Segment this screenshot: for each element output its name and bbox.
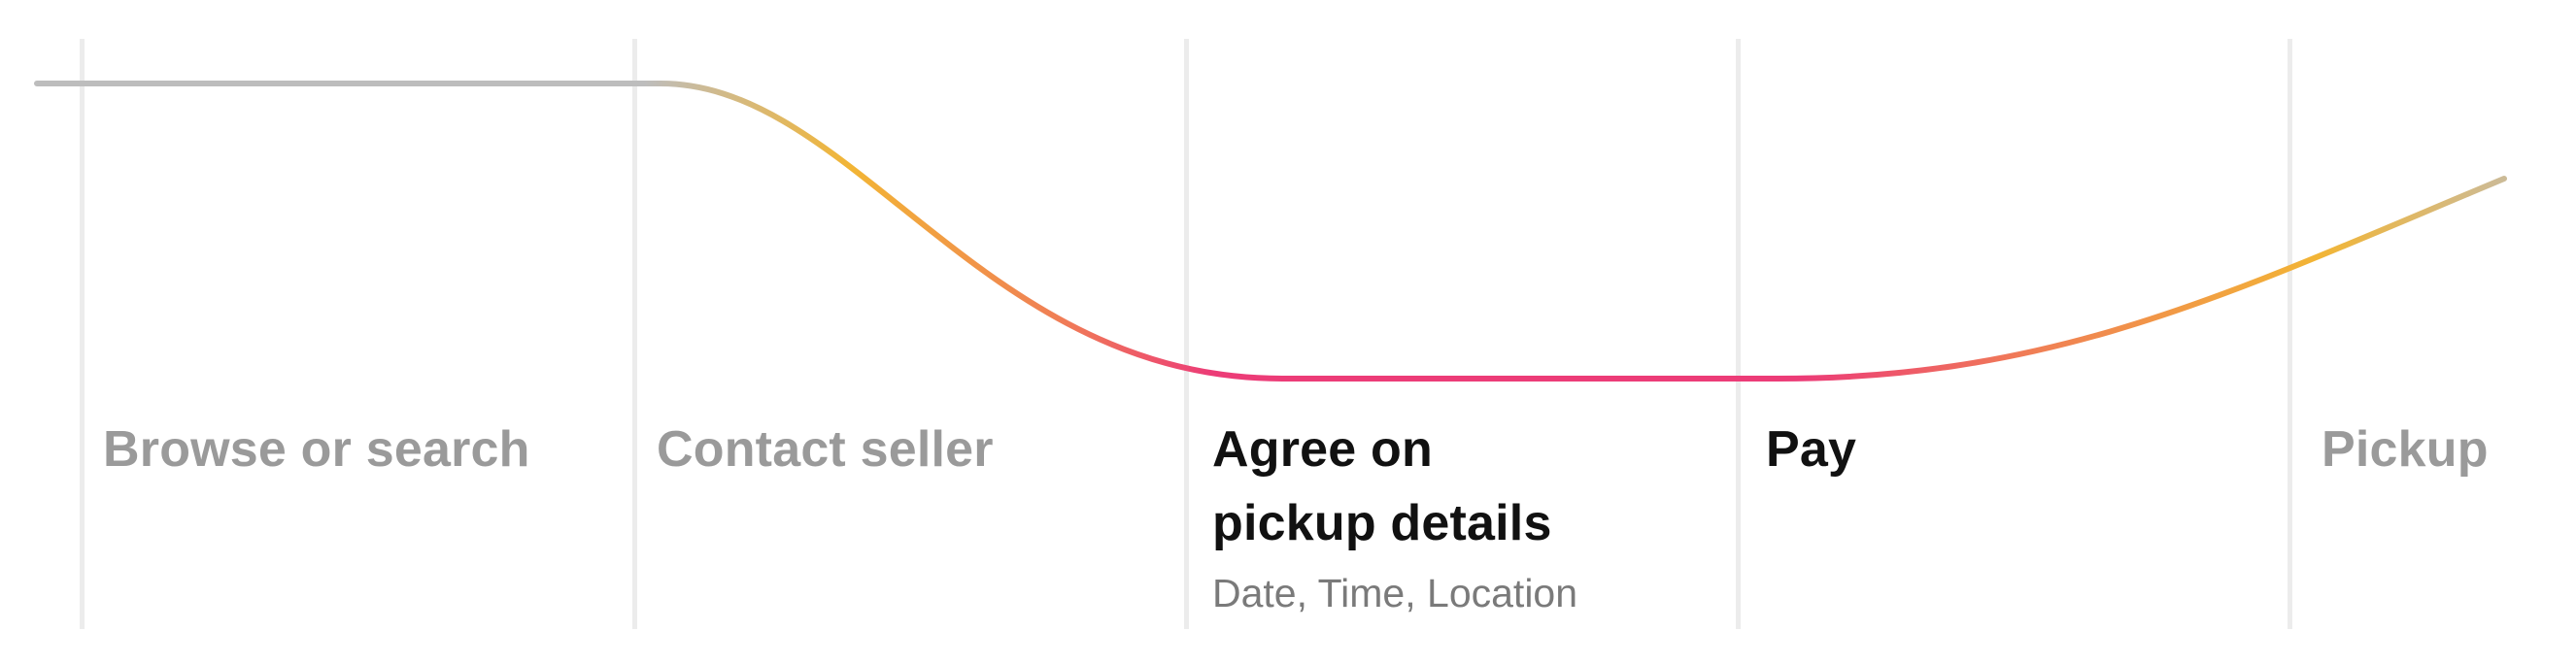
stage-divider — [1184, 39, 1189, 629]
stage-divider — [632, 39, 637, 629]
stage-divider — [1736, 39, 1741, 629]
stage-browse: Browse or search — [103, 413, 627, 486]
stage-pickup: Pickup — [2322, 413, 2555, 486]
stage-title: Agree on pickup details — [1212, 421, 1552, 551]
stage-contact-seller: Contact seller — [657, 413, 1181, 486]
stage-agree-pickup: Agree on pickup details Date, Time, Loca… — [1212, 413, 1737, 620]
stage-divider — [2288, 39, 2292, 629]
stage-title: Pickup — [2322, 421, 2489, 478]
stage-title: Pay — [1766, 421, 1857, 478]
stage-title: Browse or search — [103, 421, 530, 478]
stage-title: Contact seller — [657, 421, 994, 478]
stage-pay: Pay — [1766, 413, 2290, 486]
experience-curve-line — [34, 81, 2507, 382]
stage-divider — [80, 39, 85, 629]
stage-subtitle: Date, Time, Location — [1212, 571, 1578, 615]
